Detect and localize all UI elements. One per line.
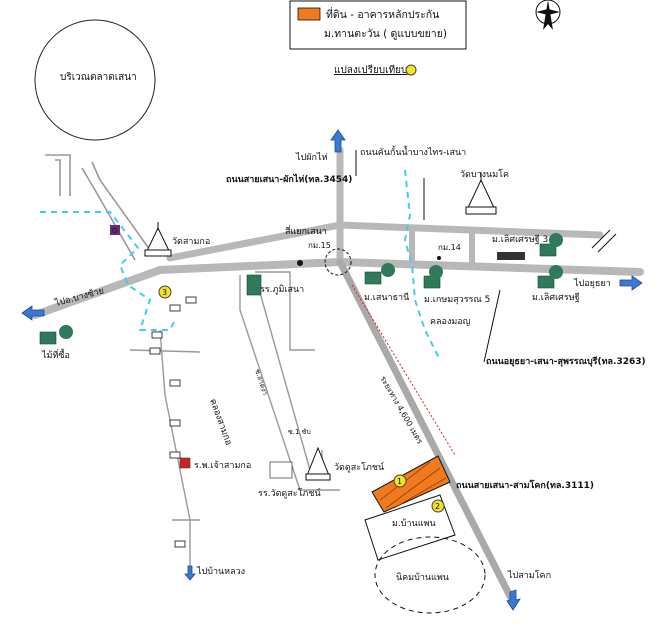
building-sena-thani	[364, 271, 382, 285]
market-area-circle	[34, 19, 156, 141]
temple-wat-bang-nom-kho	[465, 172, 497, 215]
building-lert-sethi-3	[539, 243, 557, 257]
label-road-sena-samkok: ถนนสายเสนา-สามโคก(ทล.3111)	[456, 479, 594, 491]
label-si-yaek-sena: สี่แยกเสนา	[285, 224, 327, 237]
label-to-sam-khok: ไปสามโคก	[507, 570, 551, 581]
ban-phaen-village-block	[364, 494, 456, 561]
label-mini-zone: ไม้ที่ซื้อ	[41, 348, 70, 361]
label-soi-1: ซ.1 ซับ	[288, 428, 311, 436]
info-badge	[497, 252, 525, 260]
label-dyke-road: ถนนคันกั้นน้ำบางไทร-เสนา	[360, 145, 466, 158]
legend-swatch	[297, 7, 321, 21]
building-school-khu-pho	[269, 461, 293, 479]
km15-dot	[297, 260, 303, 266]
label-khlong-sam-kor: คลองสามกอ	[207, 398, 233, 447]
arrow-to-phak-hai	[330, 129, 346, 153]
legend: ที่ดิน - อาคารหลักประกัน ม.ทานตะวัน ( ดู…	[289, 0, 467, 50]
label-lert-sethi: ม.เลิศเศรษฐี	[532, 292, 580, 303]
label-ban-phaen-market: นิคมบ้านแพน	[396, 572, 449, 583]
label-to-ban-luang: ไปบ้านหลวง	[196, 566, 245, 577]
main-roads	[31, 146, 644, 604]
canals	[40, 169, 441, 361]
label-sena-school: รร.ภูมิเสนา	[260, 284, 304, 295]
building-lert-sethi	[537, 275, 555, 289]
label-km-14: กม.14	[438, 243, 461, 252]
label-soi-vertical: ซ.ลาดงา	[253, 368, 269, 396]
arrow-to-sam-khok	[506, 589, 521, 611]
distance-line	[351, 284, 456, 456]
numbered-markers: 3 1 2	[158, 285, 445, 513]
annotation-lines	[355, 150, 501, 363]
label-to-ayutthaya: ไปอยุธยา	[573, 278, 611, 289]
comparison-note: แปลงเปรียบเทียบ	[334, 64, 407, 76]
temple-wat-sam-kor	[144, 222, 172, 257]
label-wat-bang-nom-kho: วัดบางนมโค	[460, 169, 509, 180]
label-km-15: กม.15	[308, 241, 331, 250]
label-kasem: ม.เกษมสุวรรณ 5	[424, 295, 490, 305]
comparison-pin	[405, 64, 417, 76]
legend-title: ที่ดิน - อาคารหลักประกัน	[326, 7, 439, 21]
side-roads	[129, 271, 340, 570]
label-lert-sethi-3: ม.เลิศเศรษฐี 3	[492, 234, 548, 245]
building-mini	[39, 331, 57, 345]
compass: N	[535, 0, 561, 30]
label-wat-sam-kor: วัดสามกอ	[172, 237, 210, 247]
junction-circle	[324, 248, 352, 276]
building-hospital	[179, 457, 191, 469]
road-sena-samkok	[336, 258, 516, 604]
label-road-sena-phakhai: ถนนสายเสนา-ผักไห่(ทล.3454)	[226, 173, 352, 185]
trees	[59, 233, 563, 339]
label-wat-khu-pho: วัดดูสะโภชน์	[334, 461, 384, 473]
arrow-to-bang-sai	[21, 305, 45, 321]
marker-2-label: 2	[435, 502, 440, 511]
arrow-to-ban-luang	[184, 565, 196, 581]
g-marker-label: G	[112, 227, 117, 235]
arrow-to-ayutthaya	[619, 275, 643, 291]
g-marker	[110, 225, 120, 235]
km14-dot	[437, 256, 441, 260]
marker-3-label: 3	[162, 288, 167, 297]
temple-wat-khu-pho	[305, 446, 331, 481]
buildings	[39, 243, 557, 479]
market-side-roads	[45, 154, 151, 261]
label-road-ayutthaya-suphan: ถนนอยุธยา-เสนา-สุพรรณบุรี(ทล.3263)	[486, 356, 646, 367]
marker-1-label: 1	[397, 477, 402, 486]
label-ban-phaen: ม.บ้านแพน	[392, 518, 436, 529]
houses	[149, 296, 197, 548]
label-to-phak-hai: ไปผักไห่	[295, 152, 327, 163]
legend-subtitle: ม.ทานตะวัน ( ดูแบบขยาย)	[324, 28, 447, 40]
main-road-west	[31, 258, 344, 319]
direction-arrows	[21, 129, 643, 611]
label-market-area: บริเวณตลาดเสนา	[60, 72, 137, 83]
ban-phaen-market-circle	[374, 536, 486, 614]
collateral-parcel	[371, 455, 451, 513]
bridge-marks	[591, 229, 617, 253]
label-hospital: ร.พ.เจ้าสามกอ	[194, 460, 251, 471]
label-khlong-mon: คลองมอญ	[430, 317, 471, 327]
compass-north-label: N	[545, 9, 550, 17]
label-to-bang-sai: ไปอ.บางซ้าย	[53, 285, 105, 309]
building-school	[246, 274, 262, 296]
label-school-khu-pho: รร.วัดดูสะโภชน์	[258, 487, 321, 499]
map-labels: บริเวณตลาดเสนา ไปผักไห่ ถนนสายเสนา-ผักไห…	[41, 72, 646, 583]
label-sena-thani: ม.เสนาธานี	[364, 292, 409, 303]
